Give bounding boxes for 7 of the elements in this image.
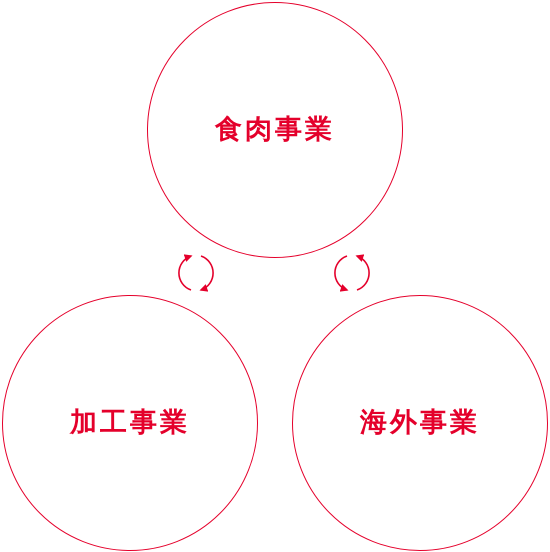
cycle-arrow [178, 254, 192, 291]
cycle-arrow [200, 255, 214, 292]
cycle-arrow [356, 254, 370, 291]
cycle-arrow [334, 255, 348, 292]
node-label: 食肉事業 [215, 112, 335, 147]
node-label: 海外事業 [360, 406, 480, 440]
node-label: 加工事業 [70, 406, 190, 440]
